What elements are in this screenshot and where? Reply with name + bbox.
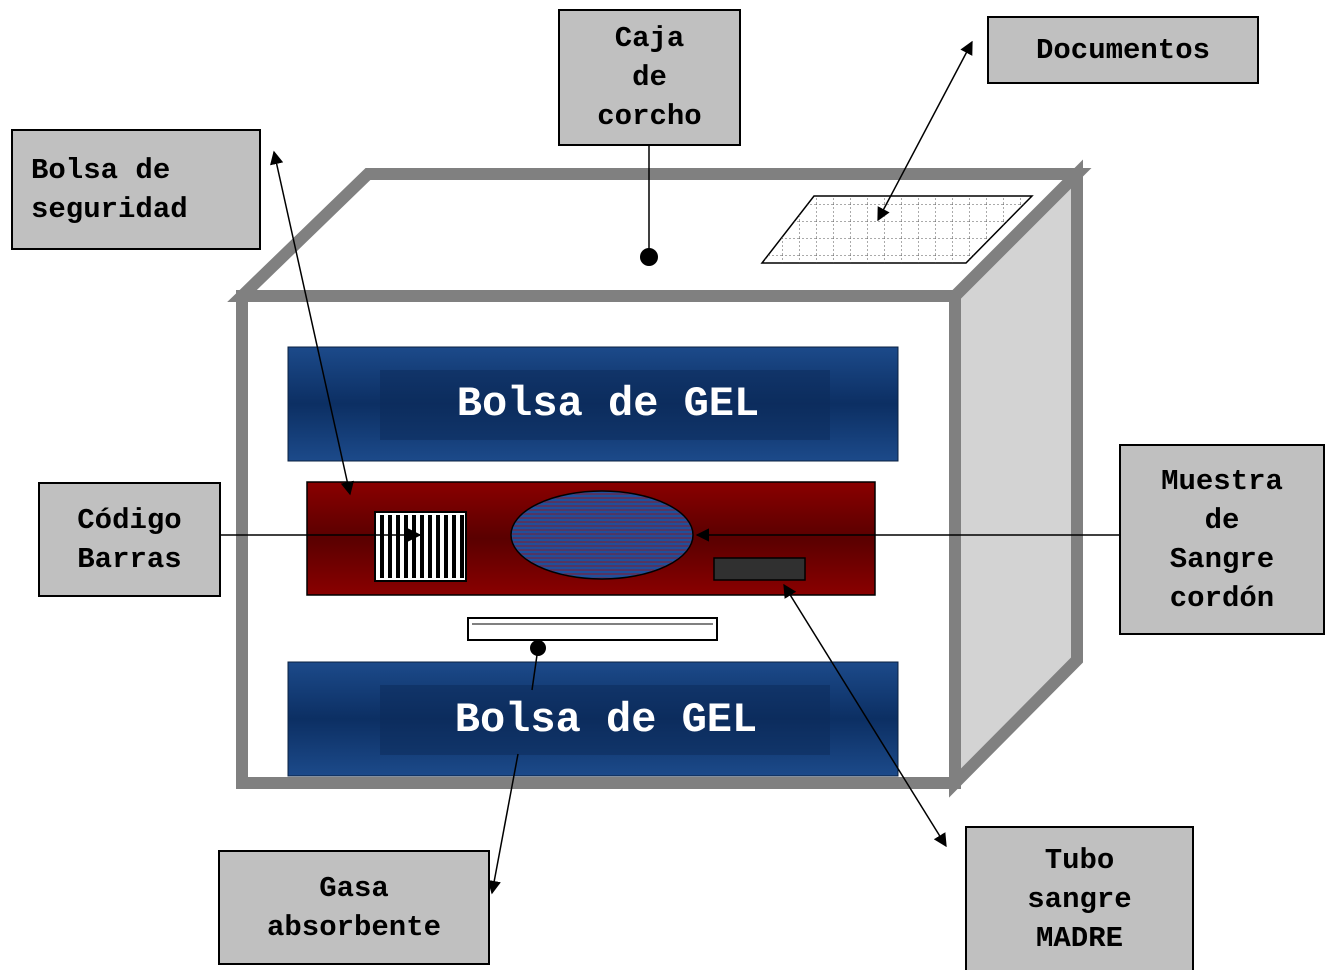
barcode-bar [404, 515, 408, 578]
label-documentos-line: Documentos [1035, 33, 1211, 67]
barcode-bar [396, 515, 400, 578]
label-documentos: Documentos [987, 16, 1259, 84]
gasa-arrow [487, 753, 519, 895]
barcode-bar [388, 515, 392, 578]
barcode-bar [444, 515, 448, 578]
label-muestra-line: de [1204, 503, 1240, 537]
barcode-bar [420, 515, 424, 578]
label-gasa-line: absorbente [266, 910, 442, 944]
label-tubo-line: Tubo [1044, 843, 1115, 877]
gel-bag-top [287, 346, 899, 462]
label-caja-de-corcho: Caja de corcho [558, 9, 741, 146]
barcode-bar [380, 515, 384, 578]
tubo-arrow [783, 583, 947, 848]
label-muestra-sangre-cordon: Muestra de Sangre cordón [1119, 444, 1325, 635]
documentos-arrow [877, 40, 973, 222]
label-codigo-line: Código [77, 503, 182, 537]
barcode-bar [452, 515, 456, 578]
label-muestra-line: cordón [1169, 581, 1275, 615]
blood-sample-ellipse [510, 490, 694, 580]
barcode-bar [436, 515, 440, 578]
gel-bag-bottom-label: Bolsa de GEL [454, 696, 758, 744]
bolsa-seguridad-arrow [270, 150, 354, 496]
connector-lines [220, 40, 1120, 895]
label-muestra-line: Muestra [1161, 464, 1283, 498]
label-gasa-absorbente: Gasa absorbente [218, 850, 490, 965]
barcode-bar [412, 515, 416, 578]
gel-bag-top-label: Bolsa de GEL [456, 380, 760, 428]
label-bolsa-de-seguridad: Bolsa de seguridad [11, 129, 261, 250]
label-gasa-line: Gasa [319, 871, 389, 905]
absorbent-gauze [467, 617, 718, 641]
label-caja-line: corcho [597, 100, 702, 133]
label-tubo-line: MADRE [1035, 921, 1123, 955]
label-codigo-barras: Código Barras [38, 482, 221, 597]
label-tubo-sangre-madre: Tubo sangre MADRE [965, 826, 1194, 970]
barcode-bar [460, 515, 464, 578]
label-muestra-line: Sangre [1169, 542, 1275, 576]
label-codigo-line: Barras [77, 542, 182, 576]
gasa-connector-dot [530, 640, 546, 656]
label-tubo-line: sangre [1027, 882, 1132, 916]
label-caja-line: Caja [614, 22, 685, 55]
mother-tube [713, 557, 806, 581]
barcode-icon [374, 511, 467, 582]
label-caja-line: de [632, 61, 667, 94]
label-bolsa-line: seguridad [31, 192, 188, 226]
label-bolsa-line: Bolsa de [31, 153, 171, 187]
barcode-bar [428, 515, 432, 578]
caja-connector-dot [640, 248, 658, 266]
